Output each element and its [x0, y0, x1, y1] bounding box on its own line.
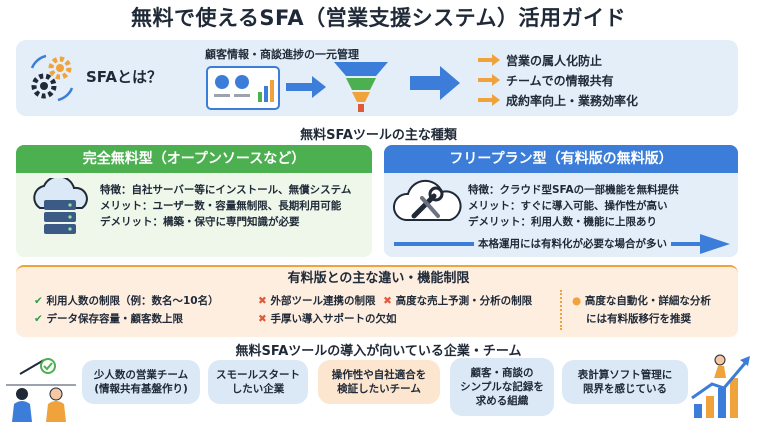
benefit-text: チームでの情報共有	[506, 73, 614, 88]
orange-arrow-icon	[478, 74, 500, 86]
limits-checks: ✔ 利用人数の制限（例：数名〜10名） ✔ データ保存容量・顧客数上限	[34, 292, 219, 328]
cross-row: ✖ 外部ツール連携の制限 ✖ 高度な売上予測・分析の制限	[258, 292, 558, 310]
limits-advice: ● 高度な自動化・詳細な分析 には有料版移行を推奨	[572, 292, 711, 328]
team-people-icon	[6, 358, 76, 422]
cloud-wrench-icon	[393, 179, 462, 221]
cross-text: 高度な売上予測・分析の制限	[395, 295, 533, 307]
benefits-list: 営業の属人化防止 チームでの情報共有 成約率向上・業務効率化	[478, 50, 638, 110]
check-icon: ✔	[34, 313, 43, 325]
limits-title: 有料版との主な違い・機能制限	[287, 271, 470, 286]
benefit-item: 成約率向上・業務効率化	[478, 90, 638, 110]
fit-item: 少人数の営業チーム (情報共有基盤作り)	[82, 360, 200, 404]
gears-icon	[30, 54, 74, 102]
big-arrow-right-icon	[410, 66, 460, 100]
fit-item-line: 限界を感じている	[583, 383, 667, 395]
advice-text: には有料版移行を推奨	[586, 313, 691, 325]
cross-icon: ✖	[258, 313, 267, 325]
fit-item-line: (情報共有基盤作り)	[94, 383, 188, 395]
fit-item-line: 少人数の営業チーム	[93, 369, 189, 381]
cross-icon: ✖	[383, 295, 392, 307]
fit-item-line: 表計算ソフト管理に	[577, 369, 673, 381]
fit-item: スモールスタートしたい企業	[208, 360, 308, 404]
free-type-card: 完全無料型（オープンソースなど）	[16, 145, 372, 257]
freemium-card-body: 特徴：クラウド型SFAの一部機能を無料提供 メリット：すぐに導入可能、操作性が高…	[468, 182, 734, 230]
check-item: ✔ 利用人数の制限（例：数名〜10名）	[34, 292, 219, 310]
limits-crosses: ✖ 外部ツール連携の制限 ✖ 高度な売上予測・分析の制限 ✖ 手厚い導入サポート…	[258, 292, 558, 328]
limits-panel	[16, 265, 738, 337]
divider	[560, 290, 564, 330]
free-card-line: メリット：ユーザー数・容量無制限、長期利用可能	[100, 200, 342, 212]
benefit-text: 営業の属人化防止	[506, 53, 603, 68]
dot-icon: ●	[572, 295, 582, 307]
freemium-note: 本格運用には有料化が必要な場合が多い	[474, 236, 671, 251]
advice-text: 高度な自動化・詳細な分析	[584, 295, 711, 307]
free-card-line: 特徴：自社サーバー等にインストール、無償システム	[100, 184, 352, 196]
check-item: ✔ データ保存容量・顧客数上限	[34, 310, 219, 328]
center-caption: 顧客情報・商談進捗の一元管理	[205, 48, 359, 61]
cross-icon: ✖	[258, 295, 267, 307]
fit-item: 顧客・商談のシンプルな記録を求める組織	[450, 358, 554, 416]
benefit-item: 営業の属人化防止	[478, 50, 638, 70]
dashboard-icon	[206, 66, 280, 110]
page-title: 無料で使えるSFA（営業支援システム）活用ガイド	[130, 6, 627, 30]
freemium-card-line: デメリット：利用人数・機能に上限あり	[468, 216, 657, 228]
arrow-right-icon	[286, 76, 326, 98]
freemium-card-line: メリット：すぐに導入可能、操作性が高い	[468, 200, 668, 212]
growth-chart-icon	[691, 354, 750, 418]
fit-item-line: 求める組織	[475, 395, 529, 407]
cross-text: 手厚い導入サポートの欠如	[270, 313, 397, 325]
benefit-text: 成約率向上・業務効率化	[506, 93, 639, 108]
orange-arrow-icon	[478, 54, 500, 66]
fit-item: 表計算ソフト管理に限界を感じている	[562, 360, 688, 404]
freemium-card-line: 特徴：クラウド型SFAの一部機能を無料提供	[468, 184, 679, 196]
sfa-intro-panel	[16, 40, 738, 116]
free-card-header: 完全無料型（オープンソースなど）	[16, 145, 372, 173]
fit-item-line: 顧客・商談の	[470, 367, 534, 379]
check-text: データ保存容量・顧客数上限	[46, 313, 183, 325]
check-text: 利用人数の制限（例：数名〜10名）	[46, 295, 219, 307]
fit-item-line: 検証したいチーム	[337, 383, 421, 395]
types-section-title: 無料SFAツールの主な種類	[300, 128, 457, 143]
sfa-label: SFAとは？	[86, 68, 162, 86]
fit-item-line: したい企業	[231, 383, 285, 395]
fit-item-line: スモールスタート	[216, 369, 300, 381]
funnel-icon	[334, 62, 388, 112]
freemium-card-header: フリープラン型（有料版の無料版）	[384, 145, 738, 173]
free-card-line: デメリット：構築・保守に専門知識が必要	[100, 216, 300, 228]
cross-row: ✖ 手厚い導入サポートの欠如	[258, 310, 558, 328]
orange-arrow-icon	[478, 94, 500, 106]
fit-item-line: 操作性や自社適合を	[331, 369, 427, 381]
fit-item-line: シンプルな記録を	[460, 381, 544, 393]
cloud-server-icon	[33, 178, 88, 234]
fit-item: 操作性や自社適合を検証したいチーム	[318, 360, 440, 404]
check-icon: ✔	[34, 295, 43, 307]
cross-text: 外部ツール連携の制限	[270, 295, 376, 307]
benefit-item: チームでの情報共有	[478, 70, 638, 90]
free-card-body: 特徴：自社サーバー等にインストール、無償システム メリット：ユーザー数・容量無制…	[100, 182, 370, 230]
advice-line: ● 高度な自動化・詳細な分析	[572, 292, 711, 310]
fit-section-title: 無料SFAツールの導入が向いている企業・チーム	[235, 344, 522, 359]
